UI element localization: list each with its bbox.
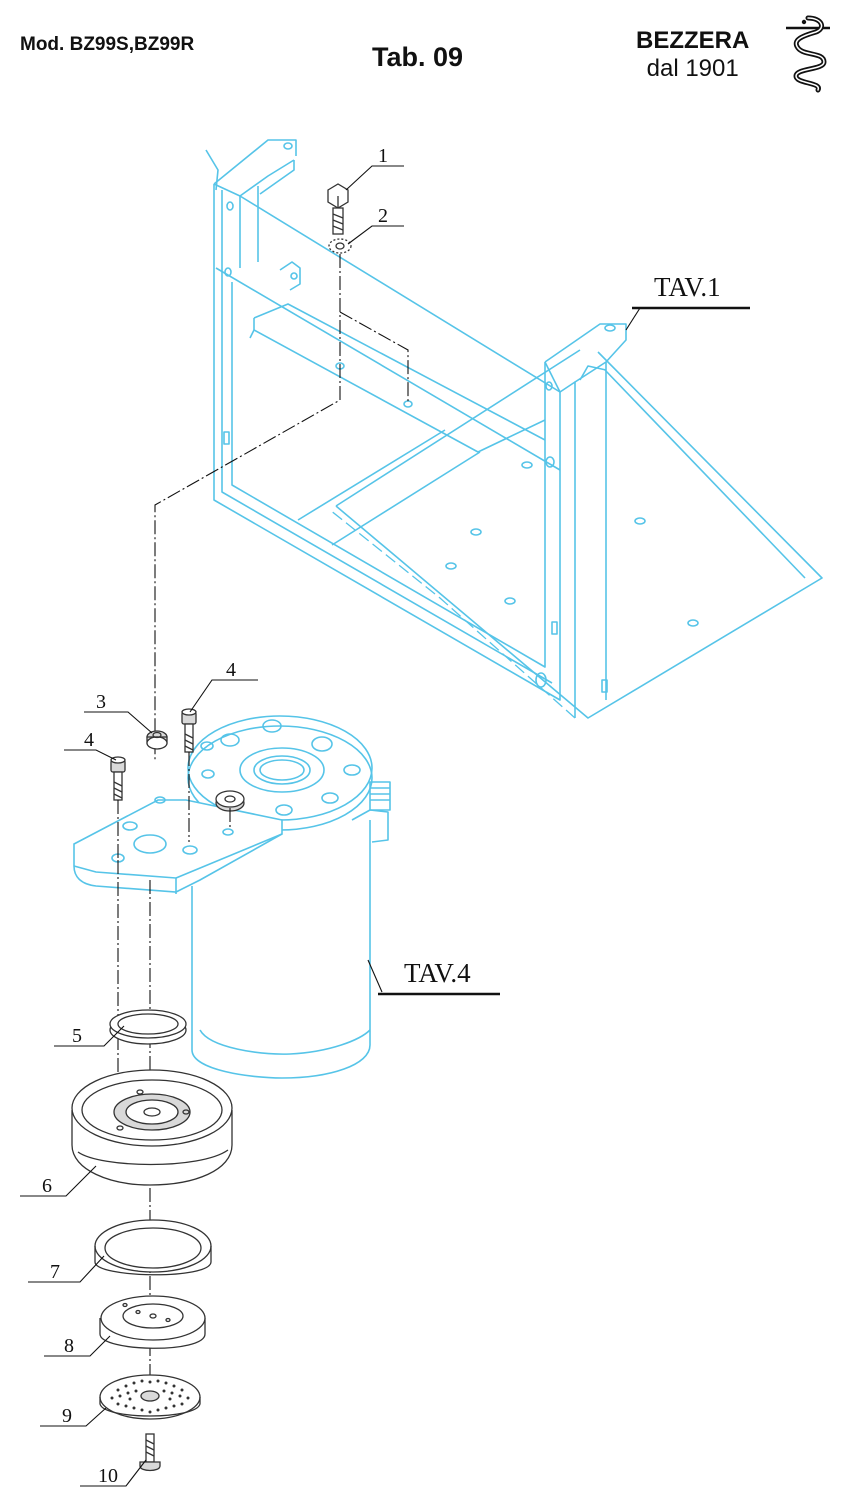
callout-6: 6 [20, 1165, 97, 1197]
screw-4-right [181, 708, 197, 753]
group-head-6 [71, 1069, 233, 1186]
callout-8: 8 [44, 1335, 111, 1357]
screw-4-left [110, 756, 126, 801]
callout-9: 9 [40, 1405, 107, 1427]
callout-1: 1 [345, 145, 404, 191]
brand-since: dal 1901 [646, 55, 739, 82]
callout-number: 2 [378, 205, 388, 227]
machine-frame [205, 139, 823, 719]
callout-number: 6 [42, 1175, 52, 1197]
lock-washer-2 [328, 238, 352, 254]
tav1-reference: TAV.1 [625, 272, 750, 331]
callout-2: 2 [347, 205, 404, 245]
shower-screen-9 [99, 1374, 201, 1420]
tav4-label: TAV.4 [404, 958, 471, 988]
bezzera-logo-icon [786, 15, 830, 93]
model-label: Mod. BZ99S,BZ99R [20, 34, 195, 55]
tav1-label: TAV.1 [654, 272, 721, 302]
callout-3: 3 [84, 691, 153, 734]
callout-number: 8 [64, 1335, 74, 1357]
callout-number: 4 [84, 729, 94, 751]
callout-4b: 4 [64, 729, 117, 761]
washer-3 [146, 730, 168, 750]
callout-4a: 4 [189, 659, 258, 713]
callout-7: 7 [28, 1255, 105, 1283]
callout-number: 10 [98, 1465, 118, 1487]
callout-number: 5 [72, 1025, 82, 1047]
washer-boiler [215, 790, 245, 812]
bolt-1 [327, 183, 349, 235]
tav4-reference: TAV.4 [367, 958, 500, 996]
callout-number: 4 [226, 659, 236, 681]
gasket-7 [94, 1219, 212, 1276]
callout-number: 9 [62, 1405, 72, 1427]
gasket-5 [109, 1009, 187, 1045]
callout-number: 1 [378, 145, 388, 167]
callout-5: 5 [54, 1025, 125, 1047]
brand-block: BEZZERA dal 1901 [636, 27, 749, 83]
callout-10: 10 [80, 1459, 147, 1487]
callout-number: 3 [96, 691, 106, 713]
table-title: Tab. 09 [372, 42, 464, 72]
brand-name: BEZZERA [636, 27, 750, 54]
screw-10 [139, 1433, 161, 1472]
diffuser-8 [99, 1295, 206, 1349]
callout-number: 7 [50, 1261, 60, 1283]
